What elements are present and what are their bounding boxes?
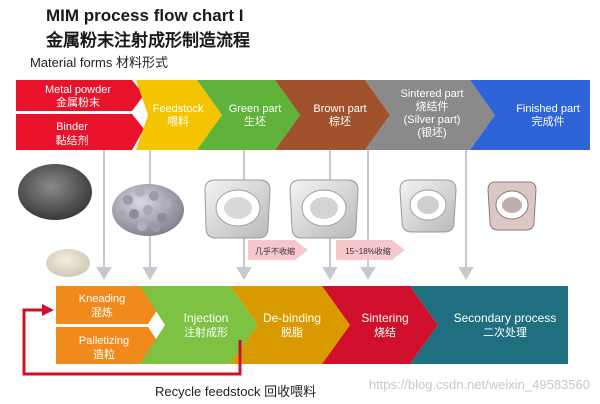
shrink-note-2-arrow <box>336 240 405 260</box>
stage-feedstock <box>136 80 222 150</box>
shrink-note-2: 15~18%收缩 <box>345 246 391 256</box>
shrink-note-1-arrow <box>248 240 308 260</box>
recycle-loop-arrowhead <box>42 304 54 316</box>
stage-binder-en: Binder <box>56 121 88 133</box>
stage-sintered-part-en2: (Silver part) <box>404 114 461 126</box>
step-secondary-process <box>410 286 568 364</box>
title-chinese: 金属粉末注射成形制造流程 <box>46 31 250 50</box>
shrink-note-1: 几乎不收缩 <box>255 246 295 256</box>
step-injection <box>140 286 258 364</box>
recycle-loop-line <box>22 308 242 376</box>
stage-brown-part-cn: 棕坯 <box>329 114 351 128</box>
stage-green-part-en: Green part <box>229 103 282 115</box>
stage-metal-powder-en: Metal powder <box>45 84 111 96</box>
step-sintering-en: Sintering <box>361 311 408 325</box>
stage-sintered-part-en: Sintered part <box>401 88 464 100</box>
step-injection-cn: 注射成形 <box>184 325 228 339</box>
stage-finished-part-cn: 完成件 <box>532 114 565 128</box>
step-secondary-process-en: Secondary process <box>454 311 557 325</box>
green-part-image <box>204 179 271 239</box>
connector-arrow-feedstock <box>142 267 158 280</box>
stage-green-part-cn: 生坯 <box>244 114 266 128</box>
stage-green-part <box>197 80 300 150</box>
stage-brown-part <box>275 80 390 150</box>
step-kneading-en: Kneading <box>79 293 126 305</box>
step-debinding-cn: 脱脂 <box>281 325 303 339</box>
material-forms-label: Material forms 材料形式 <box>30 55 168 70</box>
connector-arrow-finished <box>458 267 474 280</box>
stage-feedstock-cn: 喂料 <box>167 114 189 128</box>
stage-sintered-part-cn: 烧结件 <box>416 100 449 113</box>
watermark-url: https://blog.csdn.net/weixin_49583560 <box>368 377 590 392</box>
step-palletizing-en: Palletizing <box>79 335 129 347</box>
stage-binder-cn: 黏结剂 <box>56 133 89 147</box>
connector-arrow-powder <box>96 267 112 280</box>
stage-metal-powder-cn: 金属粉末 <box>56 95 100 109</box>
step-debinding <box>230 286 350 364</box>
step-palletizing <box>56 327 160 364</box>
step-sintering <box>322 286 438 364</box>
title-english: MIM process flow chart I <box>46 6 244 25</box>
sintered-part-image <box>399 179 457 233</box>
stage-feedstock-en: Feedstock <box>153 103 204 115</box>
binder-image <box>46 249 90 277</box>
step-palletizing-cn: 造粒 <box>93 347 115 361</box>
finished-part-image <box>487 181 537 231</box>
stage-brown-part-en: Brown part <box>313 103 366 115</box>
step-debinding-en: De-binding <box>263 311 321 325</box>
feedstock-pellets-image <box>112 184 184 236</box>
metal-powder-image <box>18 164 92 220</box>
brown-part-image <box>289 179 359 239</box>
stage-finished-part-en: Finished part <box>516 103 580 115</box>
stage-metal-powder <box>16 80 144 111</box>
step-injection-en: Injection <box>184 311 229 325</box>
connector-arrow-sintered <box>360 267 376 280</box>
step-kneading-cn: 混炼 <box>91 305 113 319</box>
recycle-feedstock-label: Recycle feedstock 回收喂料 <box>155 384 317 399</box>
stage-sintered-part-cn2: (银坯) <box>417 125 446 139</box>
step-sintering-cn: 烧结 <box>374 326 396 339</box>
connector-arrow-green <box>236 267 252 280</box>
stage-finished-part <box>470 80 590 150</box>
connector-arrow-brown <box>322 267 338 280</box>
stage-binder <box>16 114 144 150</box>
stage-sintered-part <box>365 80 495 150</box>
step-kneading <box>56 286 160 324</box>
step-secondary-process-cn: 二次处理 <box>483 325 527 339</box>
